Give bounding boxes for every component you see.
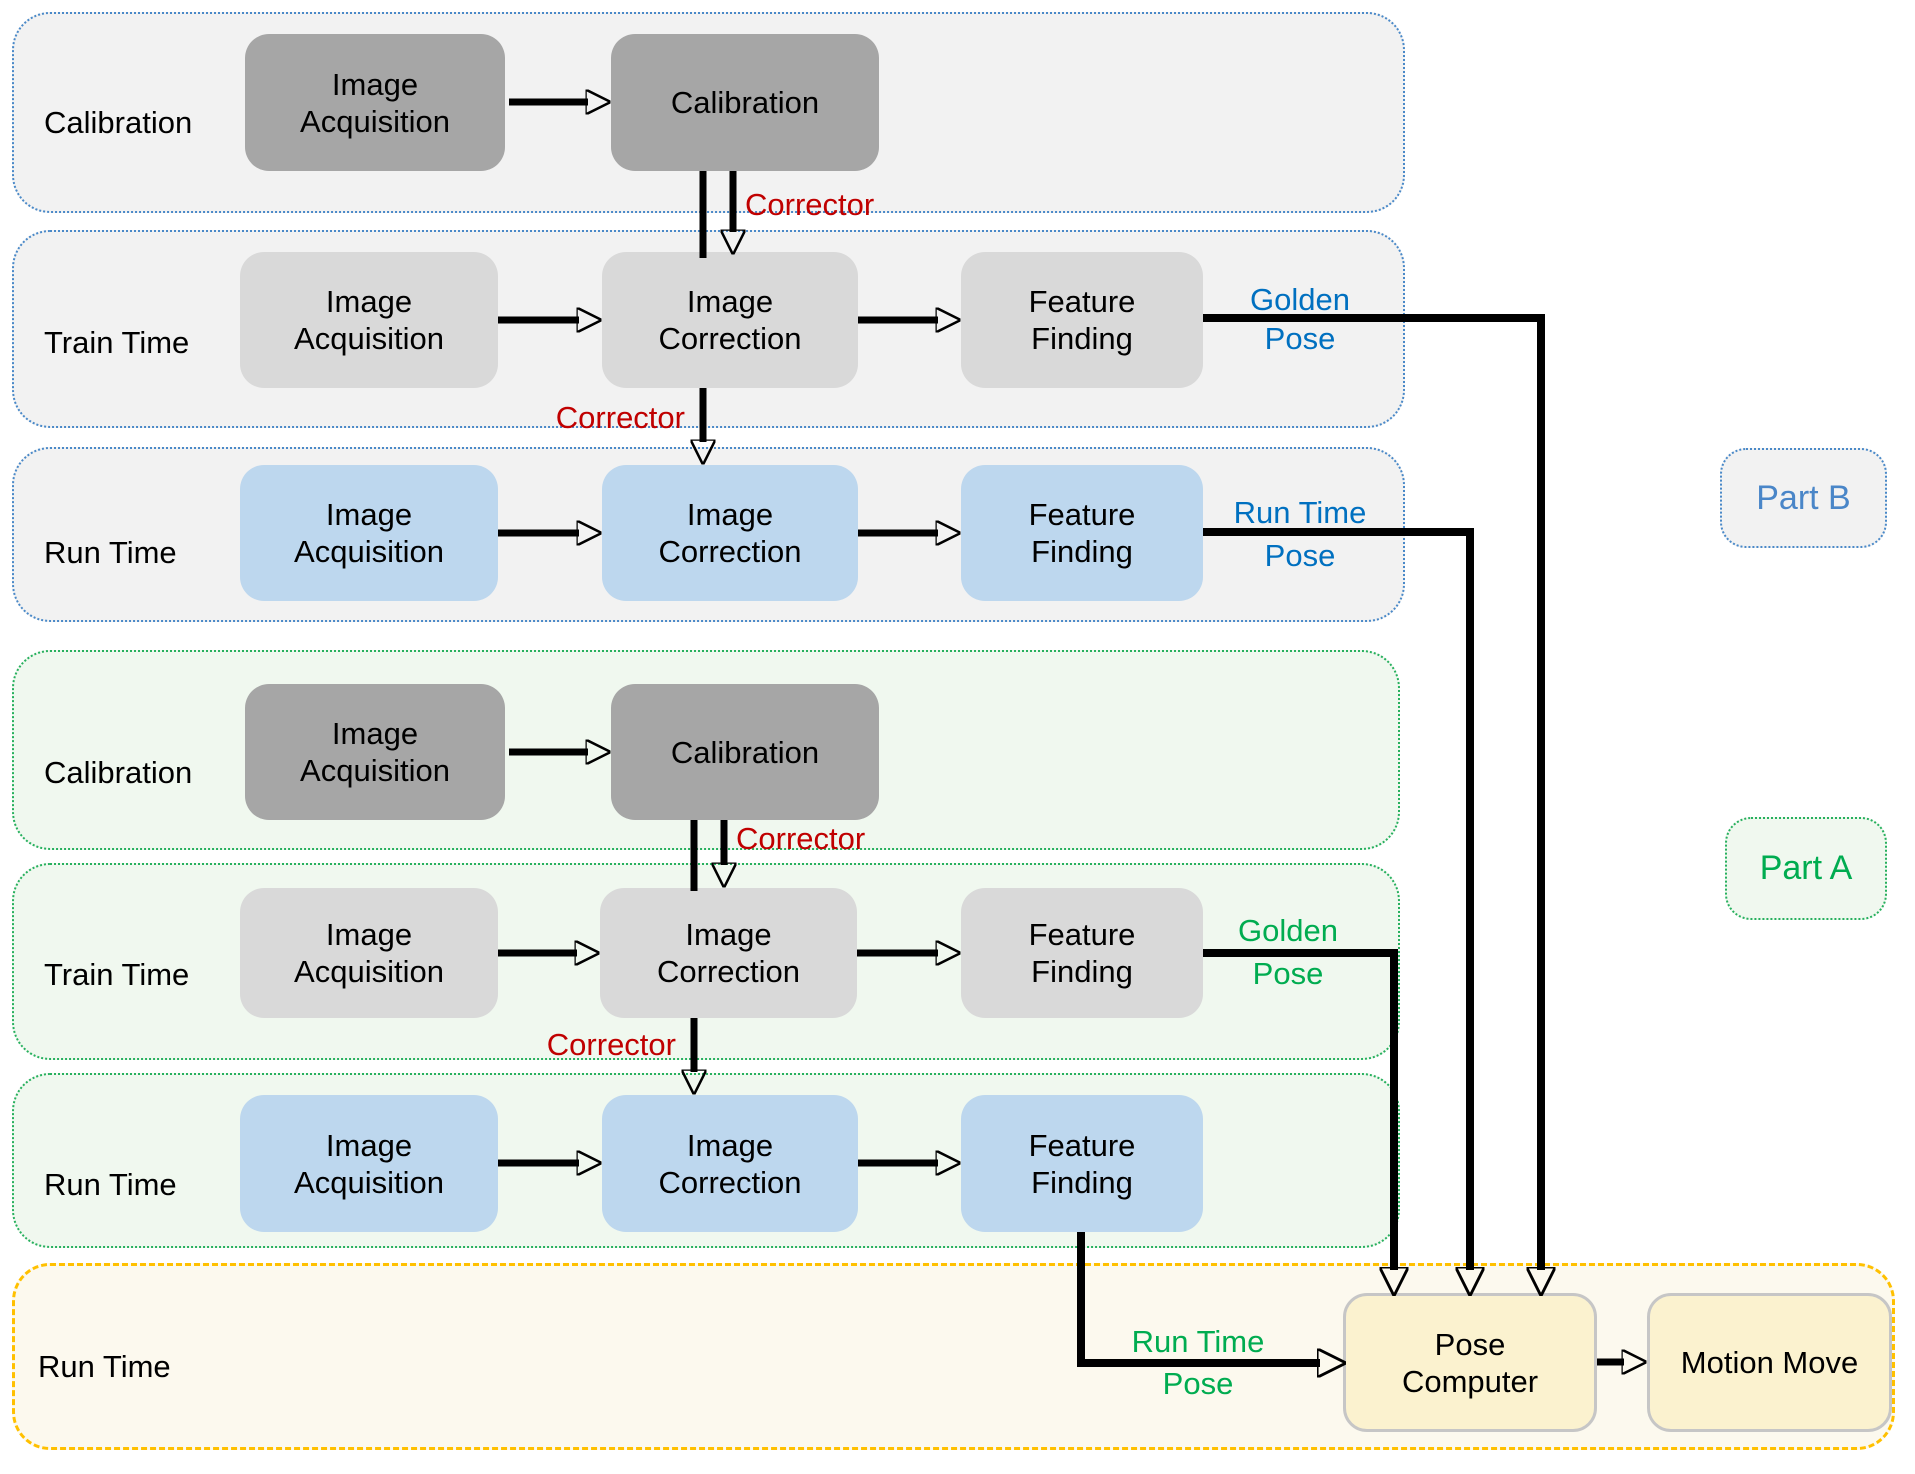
row-label-run-time-integration: Run Time (38, 1349, 171, 1384)
corrector-label-calibration-b: Corrector (745, 187, 875, 222)
node-image-correction-train-a: Image Correction (600, 888, 857, 1018)
node-image-acquisition-calibration-a: Image Acquisition (245, 684, 505, 820)
golden-pose-a-label-line1: Golden (1238, 913, 1338, 948)
row-label-run-time-b: Run Time (44, 535, 177, 570)
node-image-acquisition-run-a: Image Acquisition (240, 1095, 498, 1232)
corrector-label-train-a: Corrector (546, 1027, 676, 1062)
node-image-correction-train-b: Image Correction (602, 252, 858, 388)
node-pose-computer: Pose Computer (1343, 1293, 1597, 1432)
golden-pose-b-label-line2: Pose (1264, 321, 1336, 356)
node-image-acquisition-train-b: Image Acquisition (240, 252, 498, 388)
golden-pose-a-label-line2: Pose (1252, 956, 1324, 991)
node-calibration-b: Calibration (611, 34, 879, 171)
run-time-pose-a-label-line1: Run Time (1131, 1324, 1265, 1359)
corrector-label-train-b: Corrector (555, 400, 685, 435)
node-feature-finding-run-a: Feature Finding (961, 1095, 1203, 1232)
node-image-acquisition-calibration-b: Image Acquisition (245, 34, 505, 171)
row-label-calibration-a: Calibration (44, 755, 193, 790)
node-image-correction-run-b: Image Correction (602, 465, 858, 601)
node-image-correction-run-a: Image Correction (602, 1095, 858, 1232)
row-label-calibration-b: Calibration (44, 105, 193, 140)
run-time-pose-a-label-line2: Pose (1162, 1366, 1234, 1401)
row-label-train-time-b: Train Time (44, 325, 190, 360)
node-image-acquisition-run-b: Image Acquisition (240, 465, 498, 601)
badge-part-a: Part A (1725, 817, 1887, 920)
corrector-label-calibration-a: Corrector (736, 821, 866, 856)
node-image-acquisition-train-a: Image Acquisition (240, 888, 498, 1018)
node-feature-finding-train-a: Feature Finding (961, 888, 1203, 1018)
node-calibration-a: Calibration (611, 684, 879, 820)
node-feature-finding-run-b: Feature Finding (961, 465, 1203, 601)
run-time-pose-b-label-line2: Pose (1264, 538, 1336, 573)
badge-part-b: Part B (1720, 448, 1887, 548)
group-run-time-integration (12, 1263, 1895, 1450)
node-feature-finding-train-b: Feature Finding (961, 252, 1203, 388)
run-time-pose-b-label-line1: Run Time (1233, 495, 1367, 530)
row-label-run-time-a: Run Time (44, 1167, 177, 1202)
row-label-train-time-a: Train Time (44, 957, 190, 992)
node-motion-move: Motion Move (1647, 1293, 1892, 1432)
golden-pose-b-label-line1: Golden (1250, 282, 1350, 317)
